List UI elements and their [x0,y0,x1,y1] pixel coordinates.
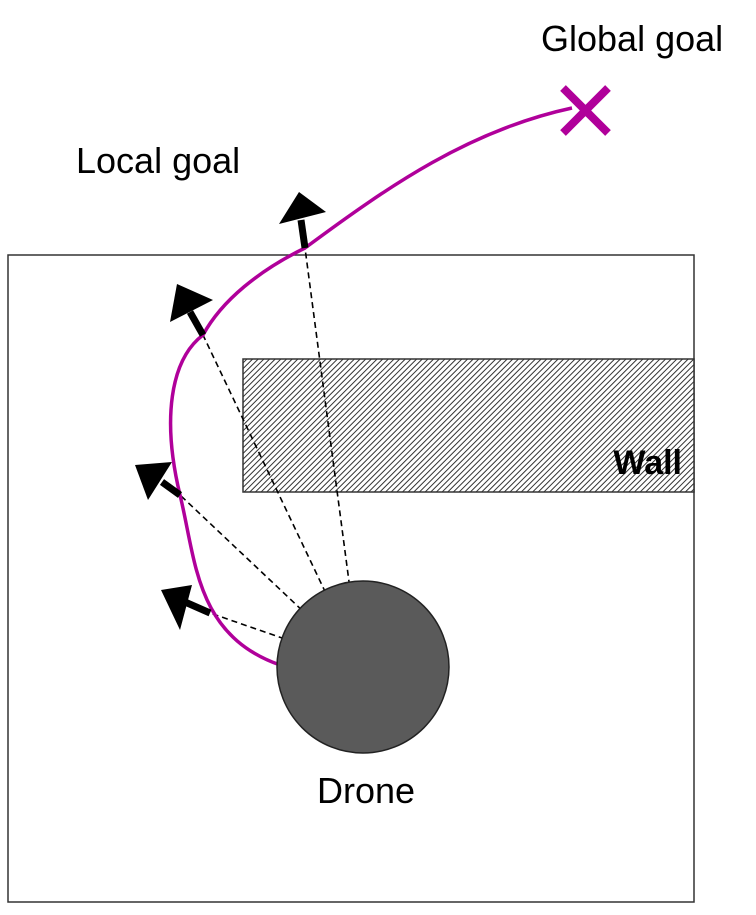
arrow-icon [279,192,326,249]
wall-label: Wall [613,444,682,482]
arrow-icon [135,462,183,500]
environment-boundary [7,254,695,903]
wall [242,358,695,493]
x-mark-icon [560,85,611,136]
local-goal-label: Local goal [76,140,240,181]
drone [276,580,450,754]
arrow-icon [170,284,213,337]
drone-label: Drone [317,770,415,811]
heading-arrows [135,192,326,630]
global-goal-label: Global goal [541,18,723,59]
ray-1 [209,612,361,666]
arrow-icon [161,585,212,630]
